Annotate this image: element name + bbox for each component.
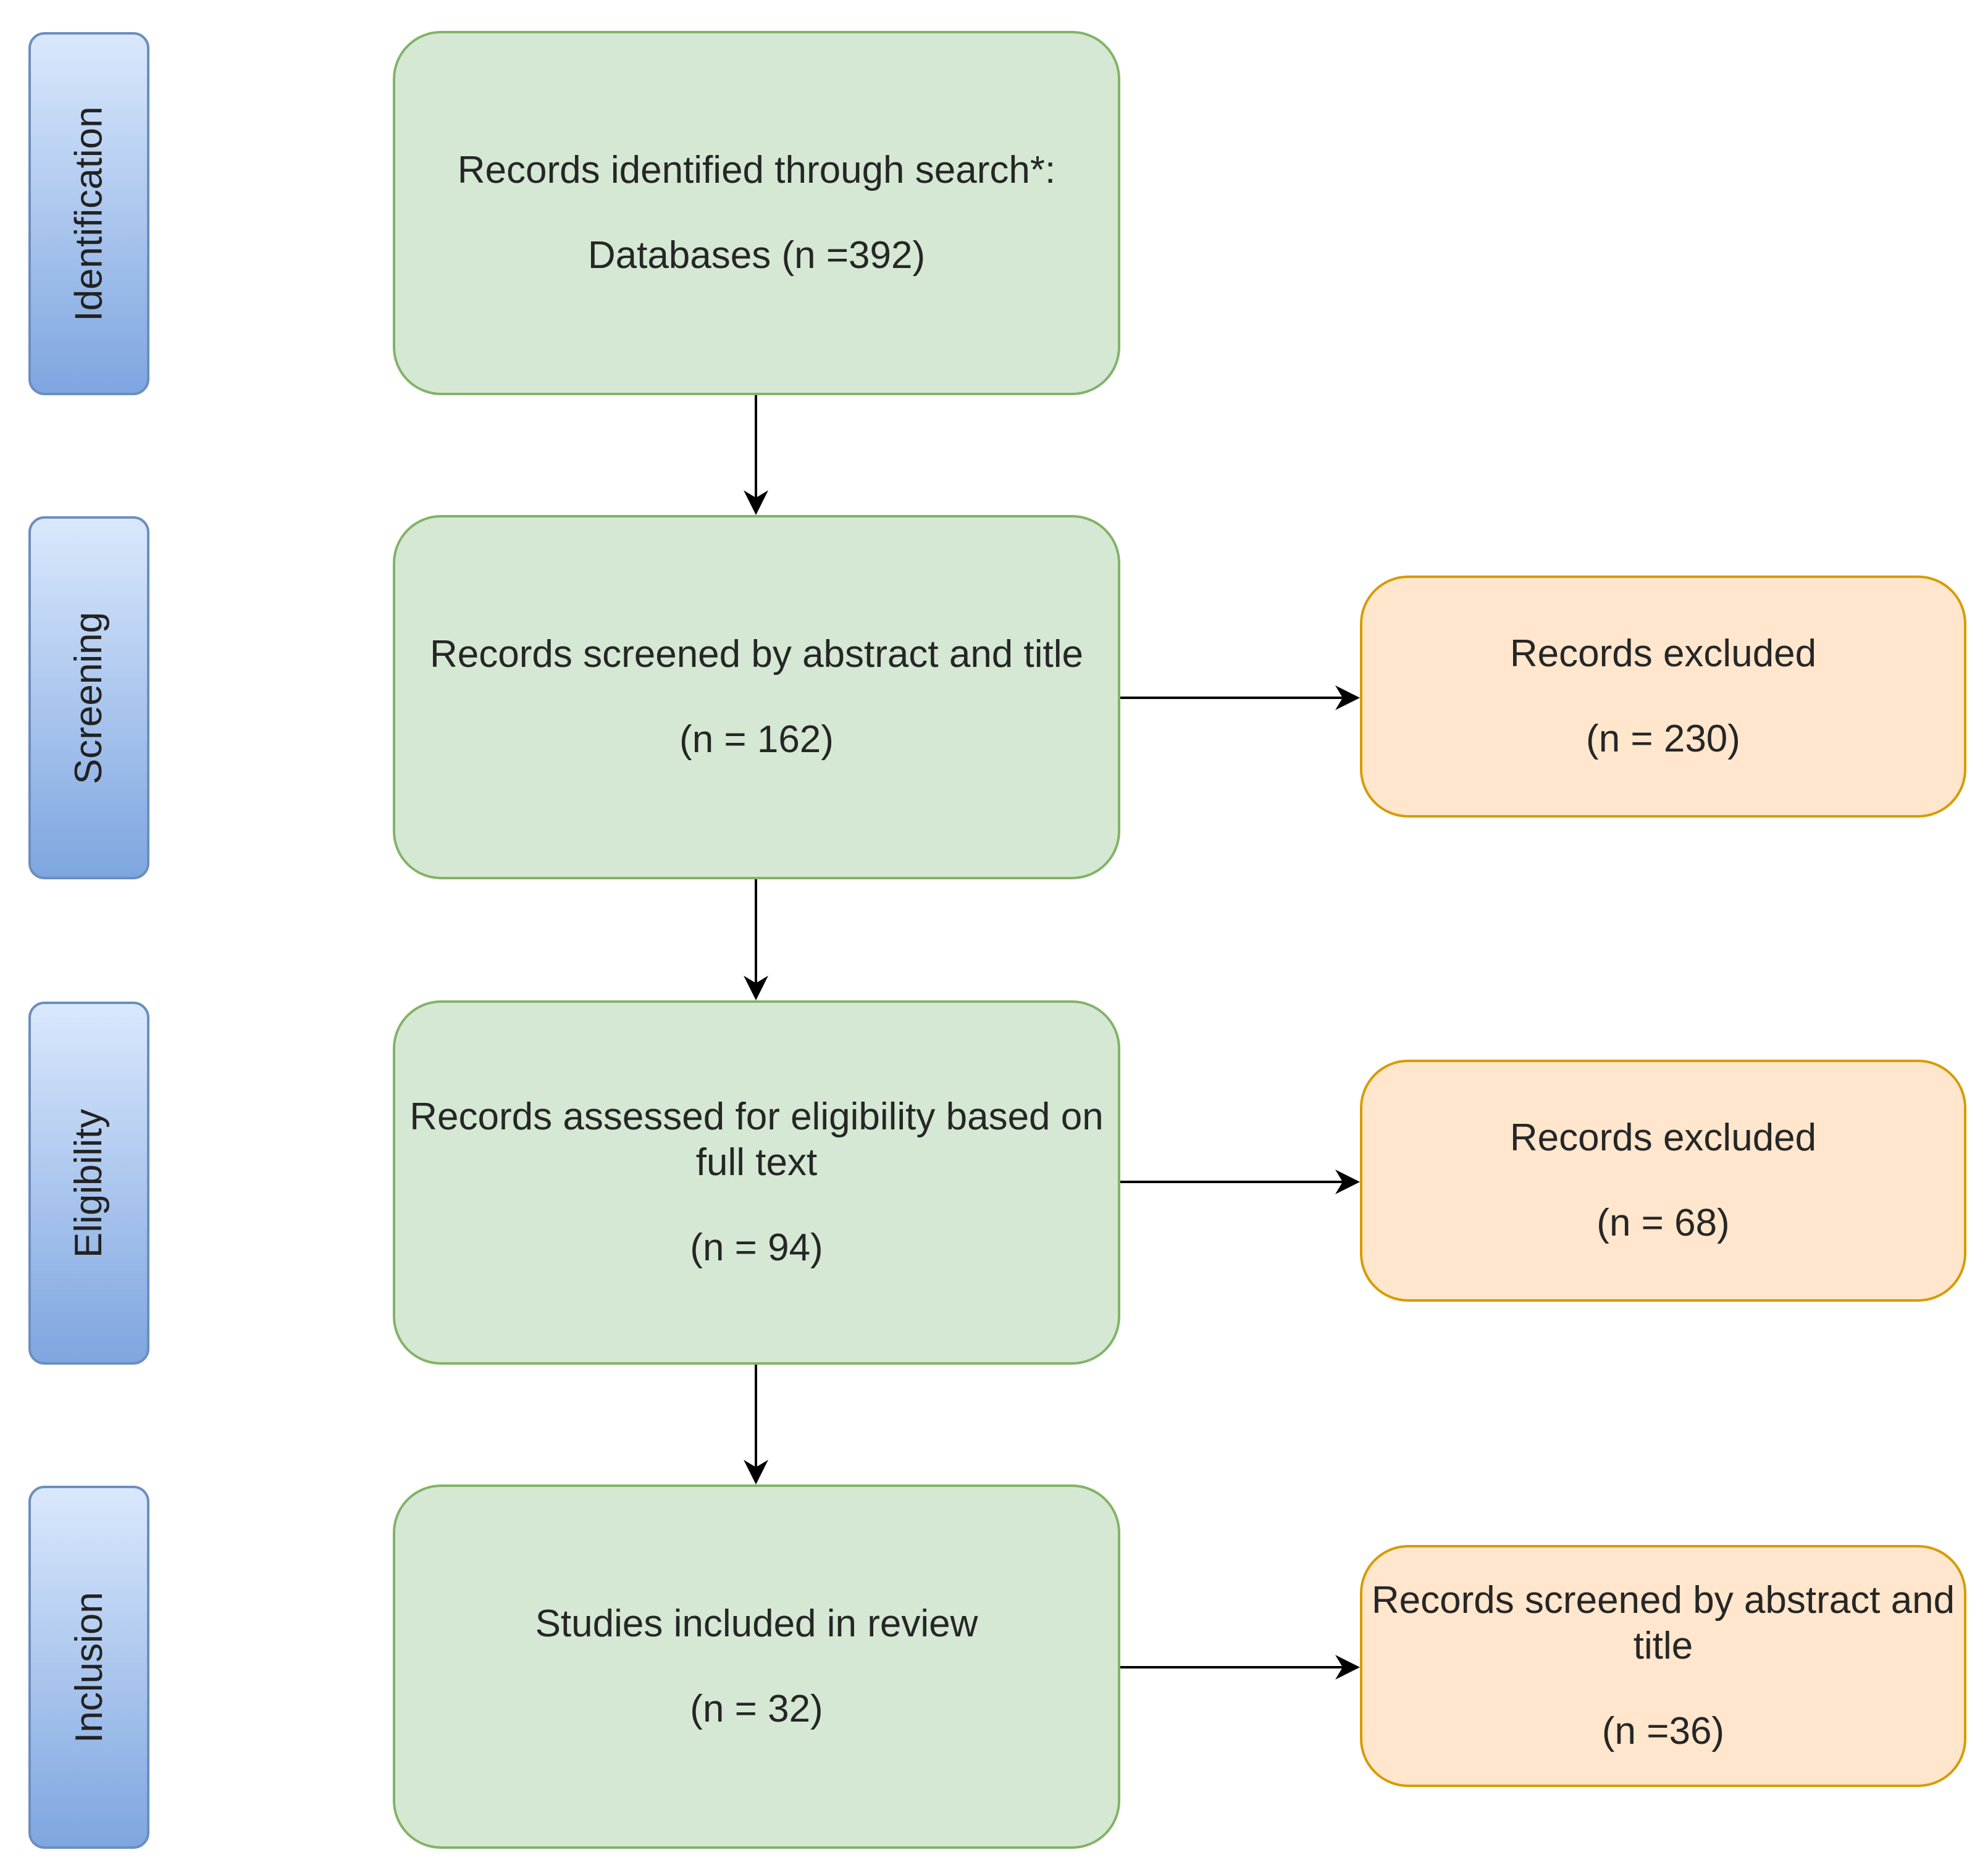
box-excluded-eligibility: Records excluded (n = 68)	[1360, 1060, 1966, 1302]
stage-inclusion: Inclusion	[28, 1486, 149, 1849]
box-inclusion-side-count: (n =36)	[1601, 1710, 1725, 1752]
box-excluded-screening: Records excluded (n = 230)	[1360, 576, 1966, 818]
stage-identification: Identification	[28, 32, 149, 395]
box-inclusion-side-text: Records screened by abstract and title	[1371, 1579, 1955, 1667]
box-records-screened-count: (n = 162)	[679, 718, 834, 761]
box-records-identified: Records identified through search*: Data…	[393, 31, 1120, 395]
box-excluded-eligibility-text: Records excluded	[1509, 1116, 1817, 1159]
box-excluded-screening-text: Records excluded	[1509, 632, 1817, 675]
stage-screening: Screening	[28, 516, 149, 879]
box-records-identified-count: Databases (n =392)	[587, 234, 926, 277]
box-records-screened: Records screened by abstract and title (…	[393, 515, 1120, 879]
stage-eligibility: Eligibility	[28, 1002, 149, 1365]
box-records-identified-text: Records identified through search*:	[457, 149, 1056, 191]
box-studies-included: Studies included in review (n = 32)	[393, 1484, 1120, 1849]
box-records-assessed-count: (n = 94)	[690, 1226, 823, 1269]
box-records-screened-text: Records screened by abstract and title	[430, 633, 1083, 676]
box-studies-included-count: (n = 32)	[690, 1688, 823, 1730]
box-records-assessed: Records assessed for eligibility based o…	[393, 1000, 1120, 1365]
box-records-assessed-text: Records assessed for eligibility based o…	[409, 1095, 1104, 1184]
box-excluded-screening-count: (n = 230)	[1586, 718, 1740, 760]
box-excluded-eligibility-count: (n = 68)	[1596, 1202, 1730, 1244]
box-studies-included-text: Studies included in review	[535, 1602, 978, 1645]
box-inclusion-side: Records screened by abstract and title (…	[1360, 1545, 1966, 1787]
